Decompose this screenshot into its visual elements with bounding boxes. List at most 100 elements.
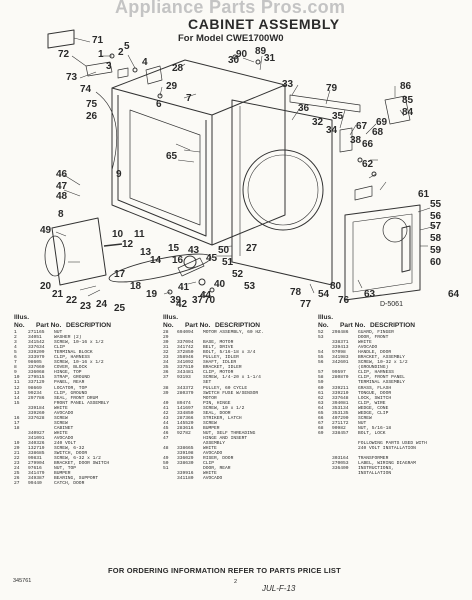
header-part: Part No. [36,322,62,329]
callout-number: 90 [236,49,248,60]
motor-body [51,217,107,286]
description: CLIP, HARNESS [358,370,394,376]
description: STRIKER, LATCH [203,415,242,421]
part-no: 333979 [28,355,45,361]
description: WHITE [54,430,68,436]
illus-no: 60 [318,385,324,391]
description: AVOCADO [203,451,223,457]
illus-no: 24 [14,466,20,472]
callout-number: 77 [300,299,312,310]
description: SCREW [54,415,68,421]
description: CLIP, MOTOR [203,370,234,376]
part-no: 337129 [28,380,45,386]
callout-number: 31 [264,53,276,64]
part-no: 145520 [177,420,194,426]
idler-bracket [177,257,205,277]
switch-bracket [354,185,373,201]
callout-number: 11 [134,229,145,240]
callout-number: 2 [118,47,124,58]
part-no: 341742 [177,345,194,351]
callout-number: 53 [244,281,256,292]
illus-no: 13 [14,390,20,396]
callout-number: 62 [362,159,374,170]
description: HINGE, TOP [54,370,82,376]
callout-number: 9 [116,169,122,180]
front-drum-opening [242,149,324,231]
callout-number: 61 [418,189,430,200]
callout-number: 13 [140,247,152,258]
callout-number: 33 [282,79,294,90]
part-no: 270053 [332,461,349,467]
description: INSTRUCTIONS, [358,466,394,472]
figure-number: D-5061 [380,301,403,308]
callout-number: 49 [40,225,52,236]
terminal-block [47,29,75,49]
callout-number: 44 [200,290,212,301]
illus-no: 17 [14,420,20,426]
description: BOLT, LOCK [358,430,386,436]
part-no: 339209 [28,350,45,356]
description: CLIP [54,345,66,351]
screw-hardware [198,278,206,286]
illus-no: 26 [14,476,20,482]
ordering-footer: FOR ORDERING INFORMATION REFER TO PARTS … [108,566,341,575]
part-no: 694094 [177,330,194,335]
illus-no: 40 [163,400,169,406]
callout-number: 19 [146,289,158,300]
description: MOTOR ASSEMBLY, 60 HZ. [203,330,264,335]
description: NUT [54,330,63,335]
table-header: Illus. No.Part No.DESCRIPTION [14,314,150,330]
description: SEAL, DOOR [203,410,231,416]
callout-number: 60 [430,257,442,268]
illus-no: 36 [163,370,169,376]
description: BUMPER [54,471,71,477]
description: NUT, TOP [54,466,77,472]
illus-no: 25 [14,471,20,477]
terminal-strip [85,61,113,77]
callout-number: 42 [176,299,188,310]
illus-no: 58 [318,375,324,381]
illus-no: 20 [14,446,20,452]
description: SCREW [54,420,68,426]
part-no: 337648 [332,395,349,401]
description: TERMINAL BLOCK [54,350,93,356]
description: FRONT PANEL ASSEMBLY [54,400,110,406]
illus-no: 48 [163,446,169,452]
part-no: 338665 [177,446,194,452]
illus-no: 47 [163,435,169,441]
callout-number: 68 [372,127,384,138]
cabinet-outline [117,95,207,237]
page-number: 2 [234,579,238,585]
exploded-view-diagram [44,29,437,301]
callout-number: 24 [96,299,108,310]
callout-number: 69 [376,117,388,128]
callout-number: 40 [214,279,226,290]
part-no: 92782 [177,430,191,436]
illus-no: 12 [14,385,20,391]
callout-number: 47 [56,181,68,192]
description: BELT, DRIVE [203,345,234,351]
illus-no: 66 [318,415,324,421]
description: SWITCH FUSE W/SENSOR [203,390,259,396]
description: TRANSFORMER [358,456,389,462]
header-description: DESCRIPTION [370,322,416,329]
illus-no: 56 [318,360,324,366]
